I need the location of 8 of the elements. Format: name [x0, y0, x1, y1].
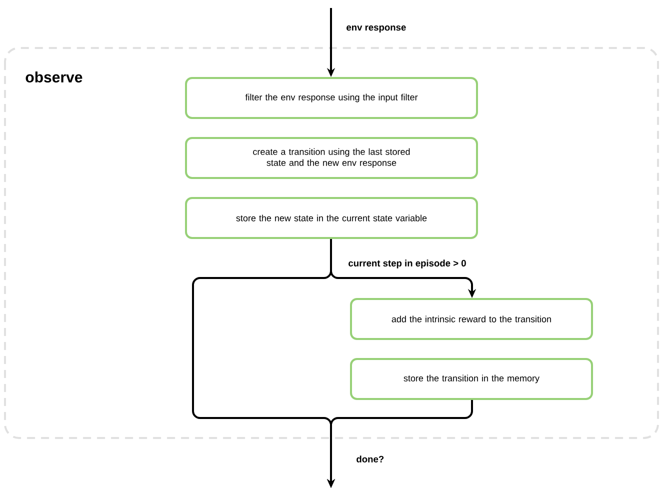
process-box: store the transition in the memory: [350, 358, 593, 400]
process-box: create a transition using the last stored state and the new env response: [185, 137, 478, 179]
process-box: store the new state in the current state variable: [185, 197, 478, 239]
edge-label: env response: [346, 26, 406, 32]
process-box: filter the env response using the input filter: [185, 77, 478, 119]
edge-label: current step in episode > 0: [348, 260, 466, 268]
edge-label: done?: [356, 456, 384, 462]
process-box: add the intrinsic reward to the transition: [350, 298, 593, 340]
